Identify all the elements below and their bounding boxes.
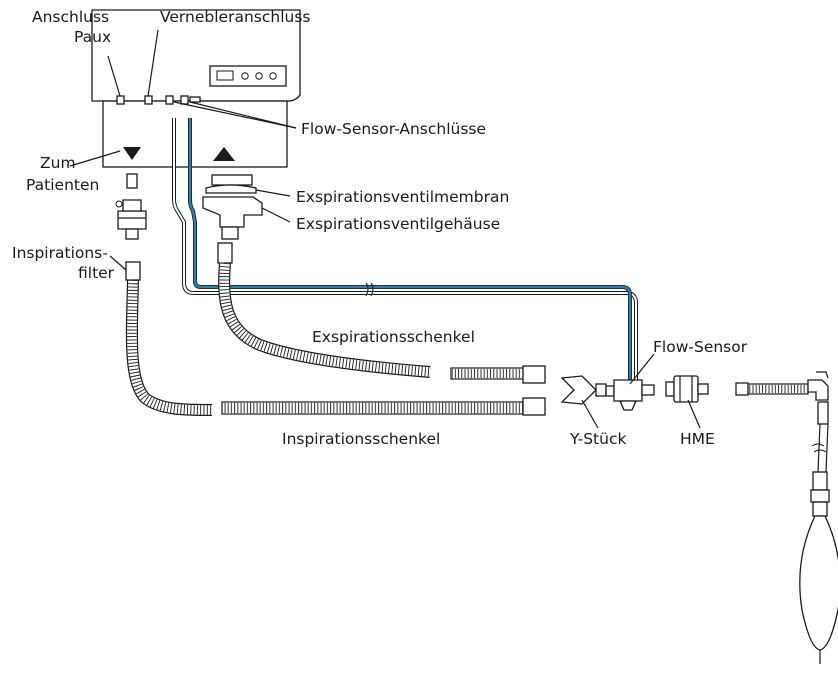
- label-exspirationsventilmembran: Exspirationsventilmembran: [296, 188, 509, 206]
- test-lung-hose-ribs: [749, 385, 807, 393]
- flow-sensor-inlet: [605, 385, 615, 397]
- expiratory-hose-outline: [218, 262, 431, 378]
- label-filter: filter: [78, 264, 115, 282]
- test-lung-adapter-2: [810, 489, 830, 503]
- label-flow-sensor: Flow-Sensor: [653, 338, 748, 356]
- leader-lines: [69, 29, 701, 429]
- label-hme: HME: [680, 430, 715, 448]
- break-mark: [811, 443, 827, 453]
- test-lung-clip: [816, 371, 829, 379]
- inspiratory-filter-cap: [122, 199, 142, 212]
- knob-icon: [241, 72, 249, 80]
- inspiratory-filter-body: [117, 210, 147, 230]
- y-piece-outlet: [595, 383, 607, 397]
- filter-clip-icon: [115, 200, 123, 208]
- test-lung-connector: [817, 401, 829, 425]
- label-vernebleranschluss: Vernebleranschluss: [160, 8, 310, 26]
- test-lung-elbow: [807, 379, 829, 401]
- label-exspirationsschenkel: Exspirationsschenkel: [312, 328, 475, 346]
- expiratory-valve-membrane-top: [211, 174, 253, 186]
- test-lung-bag: [799, 515, 838, 651]
- knob-icon: [269, 72, 277, 80]
- inspiratory-hose-ribs: [127, 279, 213, 415]
- label-exspirationsventilgehaeuse: Exspirationsventilgehäuse: [296, 215, 500, 233]
- inspiratory-filter-outlet: [125, 228, 139, 240]
- flow-sensor-body: [613, 379, 643, 402]
- test-lung-adapter: [812, 471, 828, 491]
- label-inspirations: Inspirations-: [12, 244, 108, 262]
- test-lung-assembly: [735, 371, 838, 664]
- expiratory-valve-outlet: [221, 226, 239, 240]
- test-lung-hose-cuff: [735, 382, 749, 396]
- ventilator-unit: [91, 9, 301, 168]
- label-flow-sensor-anschluesse: Flow-Sensor-Anschlüsse: [301, 120, 486, 138]
- knob-icon: [255, 72, 263, 80]
- expiratory-hose-end-cuff: [522, 365, 546, 384]
- label-paux: Paux: [74, 28, 111, 46]
- expiratory-valve-housing: [202, 196, 263, 228]
- labels: Anschluss Paux Vernebleranschluss Flow-S…: [12, 8, 748, 448]
- to-patient-arrow-icon: [123, 147, 141, 160]
- label-anschluss: Anschluss: [32, 8, 109, 26]
- inspiratory-hose-ribs-2: [223, 403, 523, 413]
- y-piece: [560, 375, 607, 405]
- paux-port: [116, 95, 125, 105]
- flow-sensor-port-clip: [189, 96, 201, 103]
- flow-sensor-port-2: [180, 95, 189, 105]
- inspiratory-hose-fill: [127, 279, 213, 415]
- inspiratory-port-stub: [126, 173, 138, 189]
- label-patienten: Patienten: [26, 176, 99, 194]
- expiratory-valve-membrane: [205, 184, 257, 194]
- hme-outlet: [697, 383, 709, 395]
- label-zum: Zum: [40, 154, 76, 172]
- flow-sensor-port-1: [165, 95, 174, 105]
- y-piece-body: [560, 375, 597, 405]
- flow-sensor-lines: [172, 118, 638, 382]
- expiratory-hose-ribs-2: [452, 369, 522, 378]
- display-window: [216, 70, 234, 81]
- label-y-stueck: Y-Stück: [569, 430, 626, 448]
- test-lung-neck: [812, 501, 828, 517]
- inspiratory-hose-end-cuff: [522, 397, 546, 416]
- hme-inlet: [665, 381, 675, 397]
- break-mark: [370, 282, 374, 297]
- label-inspirationsschenkel: Inspirationsschenkel: [282, 430, 440, 448]
- nebulizer-port: [144, 95, 153, 105]
- expiratory-hose-cuff: [217, 242, 233, 264]
- flow-sensor: [605, 379, 655, 411]
- break-mark: [365, 282, 369, 297]
- from-patient-arrow-icon: [213, 147, 235, 161]
- hme-filter: [665, 375, 709, 403]
- sensor-tube-blue: [188, 118, 632, 382]
- sensor-tube-white: [173, 118, 637, 382]
- hme-body: [673, 375, 699, 403]
- expiratory-limb: [218, 262, 546, 384]
- expiratory-hose-fill: [219, 262, 431, 377]
- flow-sensor-outlet: [641, 384, 655, 396]
- test-lung-tube: [817, 423, 829, 473]
- inspiratory-limb: [125, 279, 546, 416]
- inspiratory-port-filter: [115, 173, 147, 281]
- inspiratory-hose-cuff: [125, 261, 141, 281]
- expiratory-valve: [202, 174, 263, 264]
- flow-sensor-nozzle: [618, 400, 638, 411]
